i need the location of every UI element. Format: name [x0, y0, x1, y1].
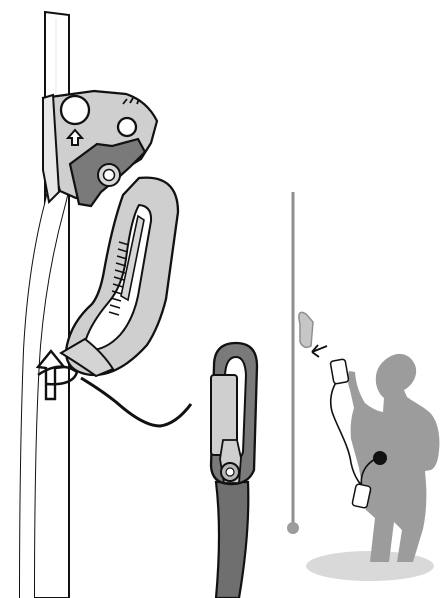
hanging-device — [351, 483, 372, 509]
rope-anchor-dot — [287, 522, 299, 534]
device-teeth — [122, 97, 140, 105]
handle-lower-grip — [59, 337, 115, 378]
device-cam-hole — [102, 168, 116, 182]
inset-diagram — [287, 192, 440, 581]
device-side-plate — [42, 93, 61, 205]
ascender-device — [41, 89, 159, 208]
device-hole-right — [116, 116, 138, 138]
connector-rivet-hole — [225, 467, 235, 477]
handle-assembly — [59, 176, 180, 378]
person-silhouette — [347, 353, 440, 562]
device-hole-upper — [59, 94, 91, 126]
lanyard-strap — [214, 480, 250, 598]
black-marker — [373, 451, 387, 465]
up-arrow-icon — [65, 128, 85, 146]
arrow-icon — [311, 344, 328, 358]
handle-grip — [120, 214, 145, 302]
connector-lanyard — [209, 341, 259, 598]
hand-device — [329, 358, 350, 385]
motion-indicator — [35, 349, 193, 428]
strap-inner-fill — [20, 109, 73, 598]
handle-ridges — [108, 241, 130, 316]
arrow-loop — [37, 365, 79, 386]
black-cord — [80, 376, 193, 428]
mini-device — [298, 311, 314, 349]
cord-loop — [329, 377, 372, 493]
